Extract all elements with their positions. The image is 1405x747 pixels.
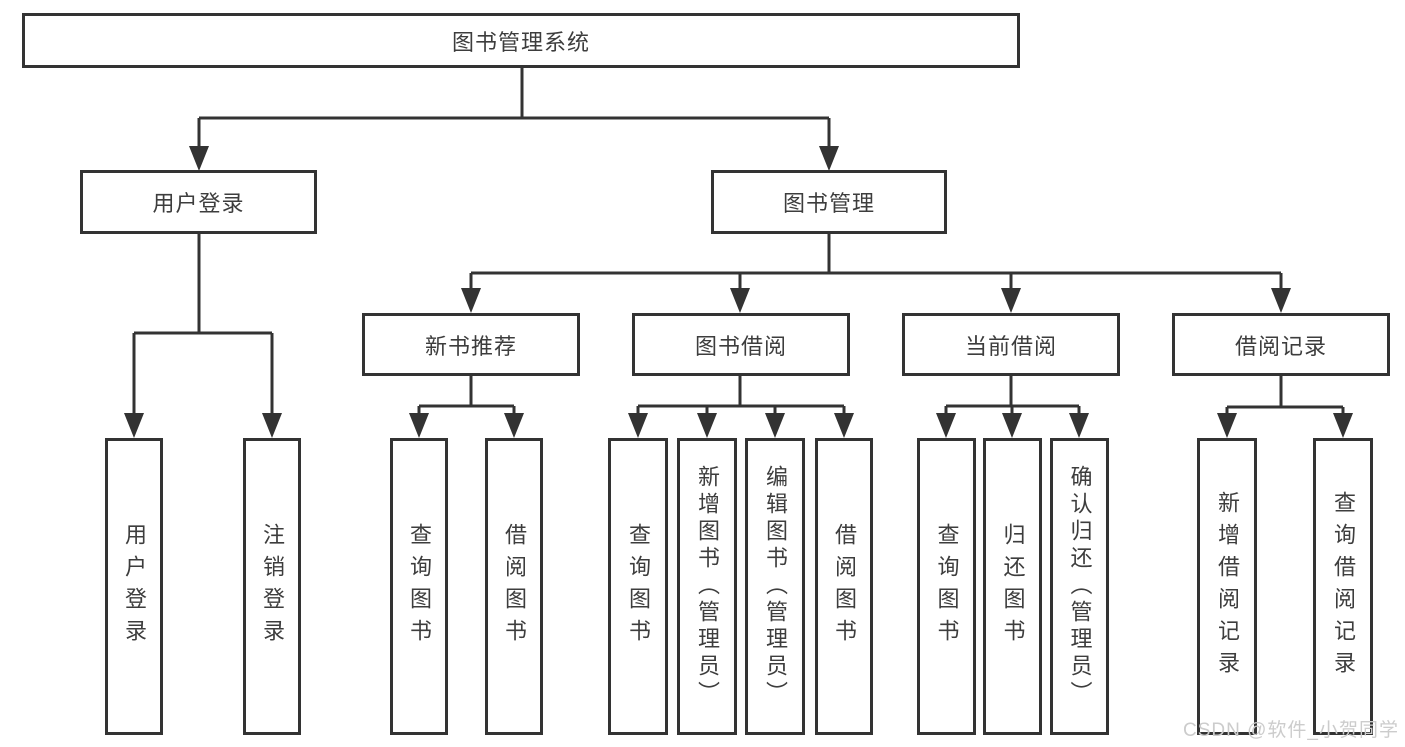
csdn-watermark: CSDN @软件_小贺同学	[1183, 720, 1399, 741]
node-query-books-under-recommend: 查询图书	[390, 438, 448, 735]
connector-book-management-children	[461, 234, 1291, 313]
node-logout-leaf: 注销登录	[243, 438, 301, 735]
node-borrow-books-under-recommend: 借阅图书	[485, 438, 543, 735]
connector-borrowing-records-children	[1217, 376, 1353, 438]
connector-root-to-level2	[189, 68, 839, 171]
node-return-books: 归还图书	[983, 438, 1042, 735]
connector-user-login-children	[124, 234, 282, 438]
node-query-books-under-borrowing: 查询图书	[608, 438, 668, 735]
node-new-book-recommend: 新书推荐	[362, 313, 580, 376]
node-library-management-system: 图书管理系统	[22, 13, 1020, 68]
connector-current-borrowing-children	[936, 376, 1089, 438]
connector-book-borrowing-children	[628, 376, 854, 438]
node-query-books-under-current: 查询图书	[917, 438, 976, 735]
node-edit-books-admin: 编辑图书（管理员）	[745, 438, 805, 735]
node-book-management: 图书管理	[711, 170, 947, 234]
connector-new-book-recommend-children	[409, 376, 524, 438]
node-borrow-books-under-borrowing: 借阅图书	[815, 438, 873, 735]
node-query-borrow-record: 查询借阅记录	[1313, 438, 1373, 735]
node-add-books-admin: 新增图书（管理员）	[677, 438, 737, 735]
node-add-borrow-record: 新增借阅记录	[1197, 438, 1257, 735]
node-borrowing-records: 借阅记录	[1172, 313, 1390, 376]
node-confirm-return-admin: 确认归还（管理员）	[1050, 438, 1109, 735]
node-current-borrowing: 当前借阅	[902, 313, 1120, 376]
node-book-borrowing: 图书借阅	[632, 313, 850, 376]
node-user-login-branch: 用户登录	[80, 170, 317, 234]
node-user-login-leaf: 用户登录	[105, 438, 163, 735]
